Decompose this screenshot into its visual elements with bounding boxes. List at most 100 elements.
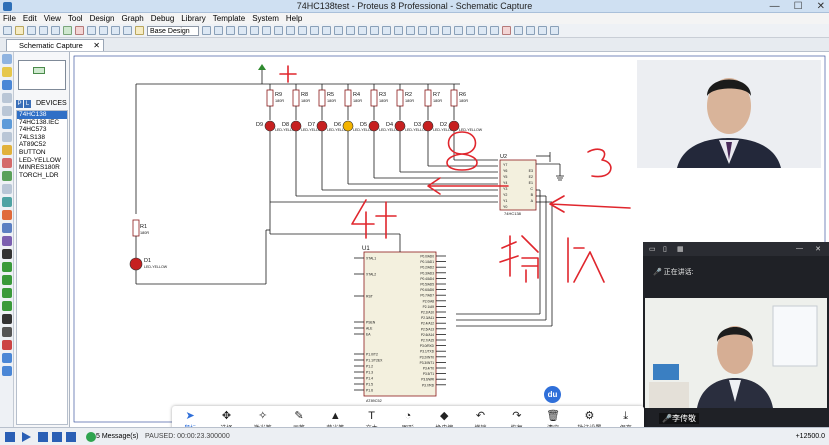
menu-help[interactable]: Help bbox=[285, 14, 303, 23]
text-script-icon[interactable] bbox=[2, 106, 12, 116]
pan-icon[interactable] bbox=[238, 26, 247, 35]
resistor-value[interactable]: 180R bbox=[327, 99, 336, 103]
led-label[interactable]: LED-YELLOW bbox=[459, 128, 483, 132]
search-icon[interactable] bbox=[466, 26, 475, 35]
close-meeting-icon[interactable]: ✕ bbox=[815, 246, 821, 253]
resistor-ref[interactable]: R6 bbox=[459, 92, 466, 98]
wire-label-icon[interactable] bbox=[2, 93, 12, 103]
netlist-icon[interactable] bbox=[550, 26, 559, 35]
list-item[interactable]: 74HC573 bbox=[19, 126, 47, 134]
redo-toolbar-icon[interactable] bbox=[310, 26, 319, 35]
new-file-icon[interactable] bbox=[3, 26, 12, 35]
resistor-r6[interactable] bbox=[450, 89, 458, 107]
menu-file[interactable]: File bbox=[3, 14, 16, 23]
resistor-value[interactable]: 180R bbox=[433, 99, 442, 103]
terminals-icon[interactable] bbox=[2, 145, 12, 155]
wire-autorouter-icon[interactable] bbox=[454, 26, 463, 35]
led-ref[interactable]: D6 bbox=[334, 122, 341, 128]
property-tool-icon[interactable] bbox=[478, 26, 487, 35]
gerber-icon[interactable] bbox=[99, 26, 108, 35]
electrical-rule-check-icon[interactable] bbox=[538, 26, 547, 35]
device-pins-icon[interactable] bbox=[2, 158, 12, 168]
packaging-icon[interactable] bbox=[430, 26, 439, 35]
toggle-grid-icon[interactable] bbox=[214, 26, 223, 35]
schematic-icon[interactable] bbox=[63, 26, 72, 35]
minimize-button[interactable]: — bbox=[769, 1, 780, 12]
3d-view-icon[interactable] bbox=[87, 26, 96, 35]
help-icon[interactable] bbox=[135, 26, 144, 35]
menu-library[interactable]: Library bbox=[181, 14, 206, 23]
resistor-ref[interactable]: R3 bbox=[379, 92, 386, 98]
menu-graph[interactable]: Graph bbox=[121, 14, 144, 23]
symbol-2d-icon[interactable] bbox=[2, 327, 12, 337]
origin-icon[interactable] bbox=[226, 26, 235, 35]
led-label[interactable]: LED-YELLOW bbox=[275, 128, 299, 132]
menu-design[interactable]: Design bbox=[89, 14, 115, 23]
resistor-value[interactable]: 180R bbox=[275, 99, 284, 103]
menu-debug[interactable]: Debug bbox=[150, 14, 175, 23]
resistor-value[interactable]: 180R bbox=[405, 99, 414, 103]
buses-icon[interactable] bbox=[2, 119, 12, 129]
block-copy-icon[interactable] bbox=[358, 26, 367, 35]
circle-2d-icon[interactable] bbox=[2, 275, 12, 285]
virtual-instruments-icon[interactable] bbox=[2, 236, 12, 246]
current-probe-icon[interactable] bbox=[2, 223, 12, 233]
chip-part[interactable]: AT89C52 bbox=[366, 399, 382, 403]
resistor-ref[interactable]: R1 bbox=[140, 224, 147, 230]
zoom-area-icon[interactable] bbox=[286, 26, 295, 35]
led-label[interactable]: LED-YELLOW bbox=[327, 128, 351, 132]
exit-to-parent-icon[interactable] bbox=[514, 26, 523, 35]
menu-view[interactable]: View bbox=[43, 14, 61, 23]
chip-ref[interactable]: U1 bbox=[362, 246, 370, 252]
led-ref[interactable]: D2 bbox=[440, 122, 447, 128]
block-rotate-icon[interactable] bbox=[382, 26, 391, 35]
list-item[interactable]: LED-YELLOW bbox=[19, 156, 61, 164]
layout-icon[interactable]: ▭ bbox=[649, 246, 656, 253]
arc-2d-icon[interactable] bbox=[2, 288, 12, 298]
subcircuit-icon[interactable] bbox=[2, 132, 12, 142]
led-ref[interactable]: D9 bbox=[256, 122, 263, 128]
paste-icon[interactable] bbox=[346, 26, 355, 35]
selection-mode-icon[interactable] bbox=[2, 54, 12, 64]
resistor-r8[interactable] bbox=[292, 89, 300, 107]
led-d4[interactable] bbox=[394, 120, 406, 132]
zoom-in-icon[interactable] bbox=[250, 26, 259, 35]
resistor-ref[interactable]: R8 bbox=[301, 92, 308, 98]
new-sheet-icon[interactable] bbox=[490, 26, 499, 35]
bill-of-materials-icon[interactable] bbox=[526, 26, 535, 35]
maximize-button[interactable]: ☐ bbox=[793, 1, 803, 12]
led-d7[interactable] bbox=[316, 120, 328, 132]
pcb-icon[interactable] bbox=[75, 26, 84, 35]
led-ref[interactable]: D8 bbox=[282, 122, 289, 128]
resistor-ref[interactable]: R7 bbox=[433, 92, 440, 98]
resistor-r9[interactable] bbox=[266, 89, 274, 107]
resistor-r7[interactable] bbox=[424, 89, 432, 107]
generator-icon[interactable] bbox=[2, 197, 12, 207]
led-ref[interactable]: D7 bbox=[308, 122, 315, 128]
stop-button[interactable] bbox=[66, 432, 76, 442]
block-delete-icon[interactable] bbox=[394, 26, 403, 35]
chip-u2-74hc138[interactable] bbox=[499, 159, 537, 211]
led-label[interactable]: LED-YELLOW bbox=[144, 265, 168, 269]
resistor-value[interactable]: 180R bbox=[353, 99, 362, 103]
led-d1[interactable] bbox=[129, 257, 143, 271]
list-item[interactable]: 74HC138 bbox=[17, 111, 67, 119]
chip-u1-at89c52[interactable] bbox=[363, 251, 437, 397]
minimize-meeting-icon[interactable]: — bbox=[796, 245, 803, 252]
list-item[interactable]: MINRES180R bbox=[19, 164, 60, 172]
component-mode-icon[interactable] bbox=[2, 67, 12, 77]
led-d8[interactable] bbox=[290, 120, 302, 132]
graph-icon[interactable] bbox=[2, 171, 12, 181]
resistor-value[interactable]: 180R bbox=[301, 99, 310, 103]
resistor-ref[interactable]: R2 bbox=[405, 92, 412, 98]
speaker-view-icon[interactable]: ▯ bbox=[663, 246, 667, 253]
junction-dot-icon[interactable] bbox=[2, 80, 12, 90]
close-button[interactable]: ✕ bbox=[816, 1, 825, 12]
copy-icon[interactable] bbox=[334, 26, 343, 35]
led-ref[interactable]: D1 bbox=[144, 258, 151, 264]
overview-window[interactable] bbox=[18, 60, 66, 90]
led-label[interactable]: LED-YELLOW bbox=[301, 128, 325, 132]
led-label[interactable]: LED-YELLOW bbox=[433, 128, 457, 132]
led-ref[interactable]: D5 bbox=[360, 122, 367, 128]
menu-system[interactable]: System bbox=[252, 14, 279, 23]
